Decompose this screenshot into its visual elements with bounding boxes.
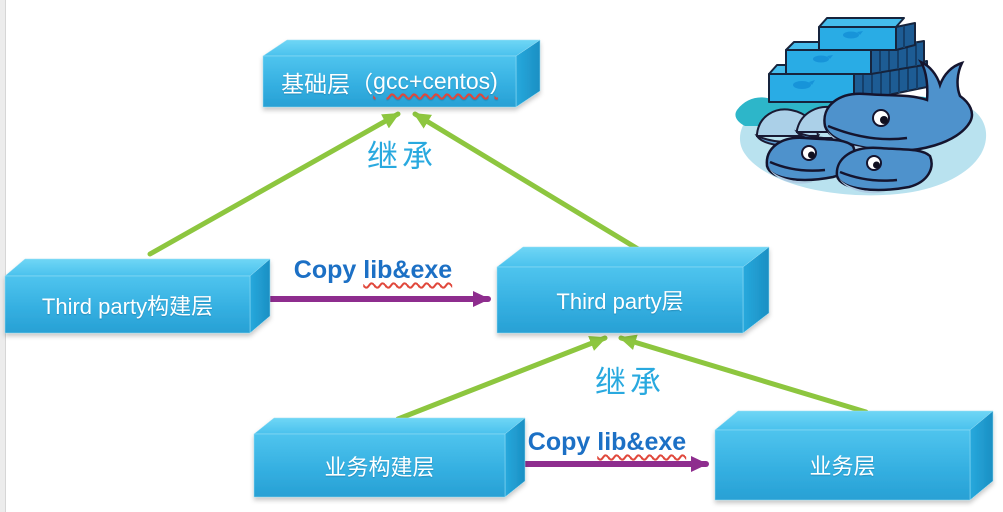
third-party-layer-box	[496, 246, 770, 334]
copy-label-bottom-misspelled: lib&exe	[597, 428, 687, 456]
business-layer-box	[714, 410, 994, 501]
base-layer-box	[262, 39, 541, 108]
inherit-label-top: 继承	[367, 139, 437, 174]
slide-left-edge	[0, 0, 6, 512]
base-layer-label-misspelled: gcc+centos)	[373, 68, 498, 94]
copy-label-bottom-prefix: Copy	[527, 428, 598, 456]
copy-label-top-prefix: Copy	[293, 256, 364, 284]
inherit-label-bottom: 继承	[595, 365, 665, 400]
inherit-arrows-top	[147, 111, 641, 257]
copy-label-bottom: Copy lib&exe	[522, 428, 692, 457]
copy-label-top-misspelled: lib&exe	[363, 256, 453, 284]
copy-arrows	[250, 291, 709, 472]
third-party-build-layer-box	[4, 258, 271, 334]
inherit-arrows-bottom	[395, 334, 869, 422]
business-layer-label: 业务层	[809, 454, 876, 479]
docker-swarm-whales-icon	[735, 17, 987, 196]
third-party-layer-label: Third party层	[556, 289, 684, 314]
business-build-layer-label: 业务构建层	[324, 454, 435, 480]
docker-swarm-logo	[731, 2, 1003, 198]
third-party-build-layer-label: Third party构建层	[41, 293, 214, 319]
copy-label-top: Copy lib&exe	[288, 256, 458, 285]
base-layer-label: 基础层（gcc+centos)	[263, 56, 516, 107]
base-layer-label-prefix: 基础层（	[281, 70, 374, 97]
business-build-layer-box	[253, 417, 526, 498]
